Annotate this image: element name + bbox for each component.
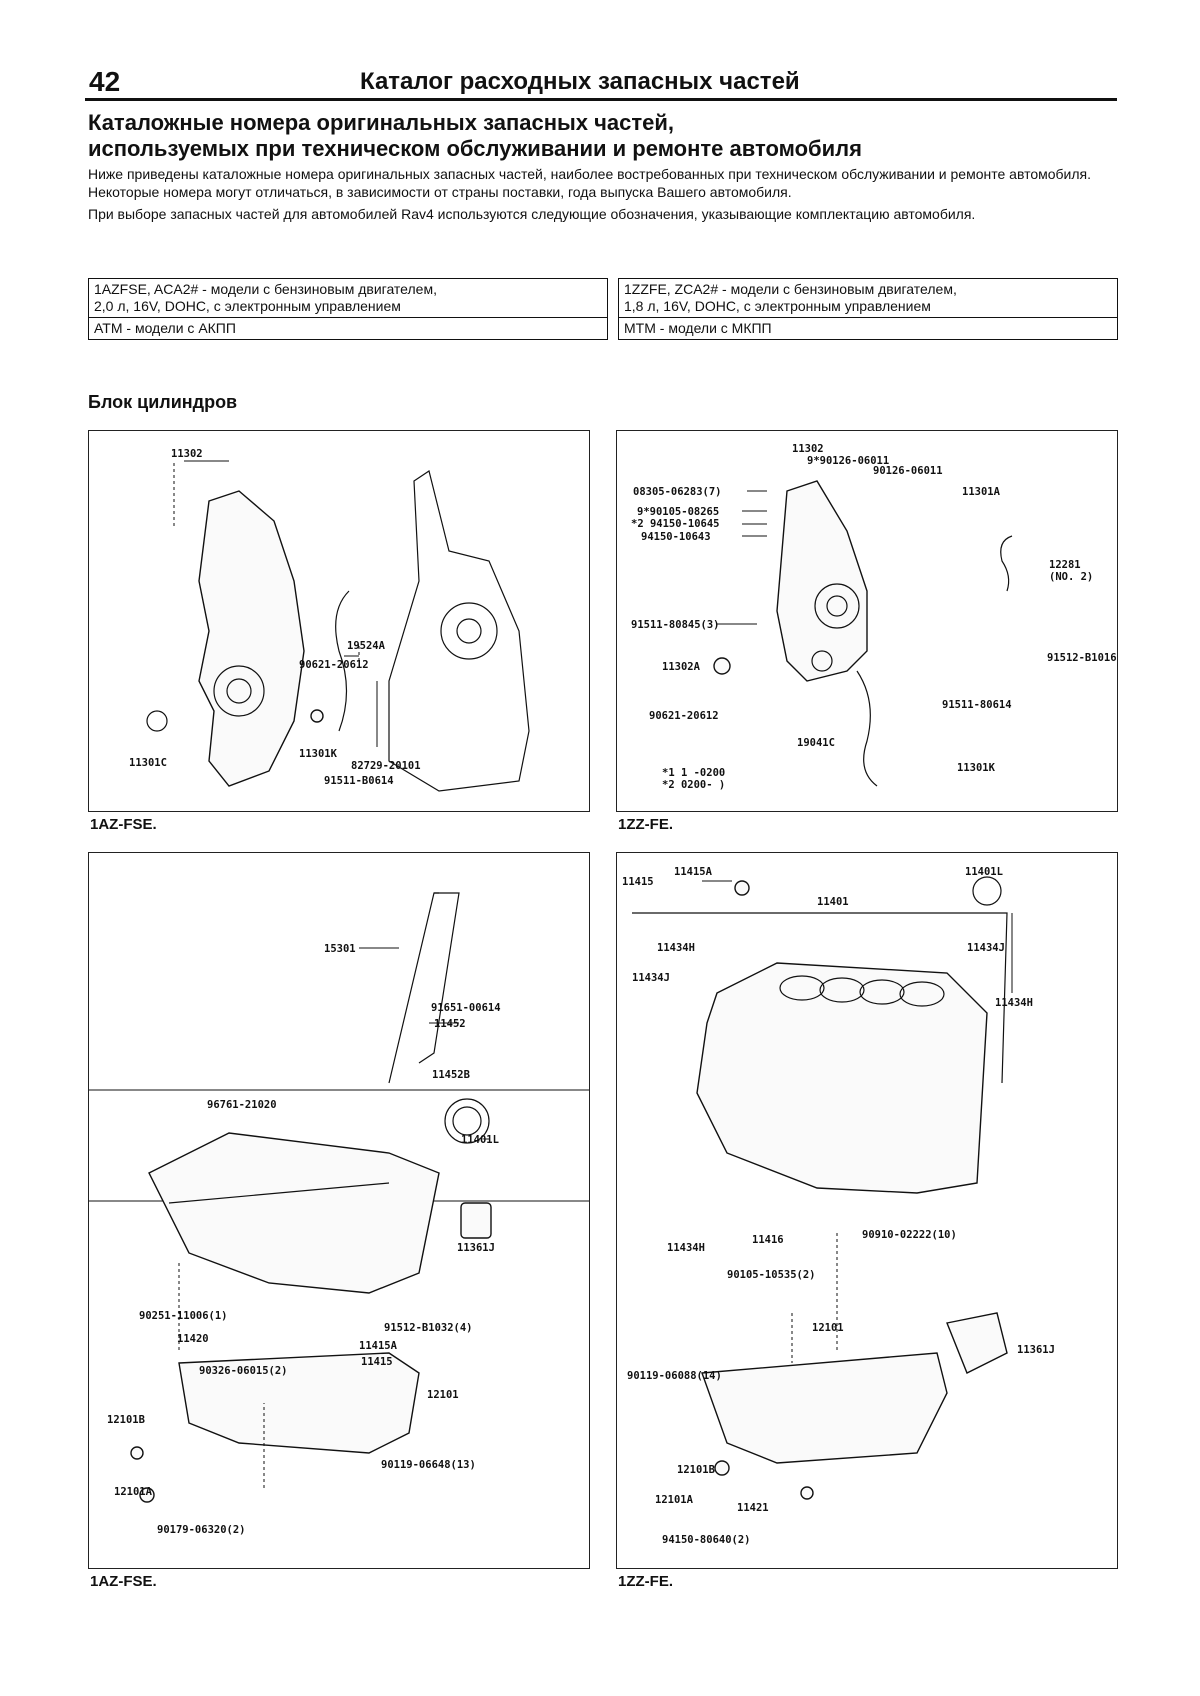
callout-label: 11401	[817, 896, 849, 908]
callout-label: 82729-20101	[351, 760, 421, 772]
panel3-callout-labels: 15301 91651-00614 11452 11452B 96761-210…	[107, 943, 501, 1536]
legend-left-engine: 1AZFSE, ACA2# - модели с бензиновым двиг…	[89, 279, 607, 317]
legend-box-left: 1AZFSE, ACA2# - модели с бензиновым двиг…	[88, 278, 608, 340]
callout-label: *2 94150-10645	[631, 518, 720, 530]
callout-label: 11361J	[1017, 1344, 1055, 1356]
callout-label: 91511-80614	[942, 699, 1012, 711]
callout-label: 11434H	[657, 942, 695, 954]
callout-label: 90621-20612	[299, 659, 369, 671]
callout-label: 19524A	[347, 640, 386, 652]
callout-label: 11434H	[667, 1242, 705, 1254]
panel-3-caption: 1AZ-FSE.	[90, 1573, 157, 1590]
callout-label: 11301K	[299, 748, 338, 760]
legend-right-engine: 1ZZFE, ZCA2# - модели с бензиновым двига…	[619, 279, 1117, 317]
panel2-callout-labels: 11302 9*90126-06011 90126-06011 08305-06…	[631, 443, 1117, 791]
section-title: Блок цилиндров	[88, 392, 238, 412]
callout-label: 11434J	[967, 942, 1005, 954]
diagram-panel-1zz-timing-cover: 11302 9*90126-06011 90126-06011 08305-06…	[616, 430, 1118, 812]
callout-label: (NO. 2)	[1049, 571, 1093, 583]
panel-1-caption: 1AZ-FSE.	[90, 816, 157, 833]
callout-label: 91511-B0614	[324, 775, 394, 787]
callout-label: 11415	[622, 876, 654, 888]
callout-label: 11416	[752, 1234, 784, 1246]
callout-label: 90251-11006(1)	[139, 1310, 228, 1322]
legend-right-line1: 1ZZFE, ZCA2# - модели с бензиновым двига…	[624, 281, 957, 297]
callout-label: *2 0200- )	[662, 779, 725, 791]
callout-label: 94150-80640(2)	[662, 1534, 751, 1546]
panel-4-caption: 1ZZ-FE.	[618, 1573, 673, 1590]
oil-pan-drawing-1az: 15301 91651-00614 11452 11452B 96761-210…	[89, 892, 589, 1536]
legend-right-line2: 1,8 л, 16V, DOHC, с электронным управлен…	[624, 298, 931, 314]
page-header: 42 Каталог расходных запасных частей	[85, 62, 1117, 101]
intro-paragraph-2: При выборе запасных частей для автомобил…	[88, 206, 976, 222]
callout-label: 11452	[434, 1018, 466, 1030]
legend-left-transmission: ATM - модели с АКПП	[89, 317, 607, 339]
callout-label: 9*90126-06011	[807, 455, 889, 467]
callout-label: 11415A	[359, 1340, 398, 1352]
document-title: Каталожные номера оригинальных запасных …	[88, 110, 1118, 162]
callout-label: 12101A	[655, 1494, 694, 1506]
intro-text: Ниже приведены каталожные номера оригина…	[88, 165, 1118, 227]
callout-label: 11302	[792, 443, 824, 455]
header-title: Каталог расходных запасных частей	[360, 68, 800, 95]
callout-label: 11434H	[995, 997, 1033, 1009]
callout-label: 12101	[427, 1389, 459, 1401]
callout-label: 91511-80845(3)	[631, 619, 720, 631]
document-title-line2: используемых при техническом обслуживани…	[88, 136, 862, 161]
callout-label: 90126-06011	[873, 465, 943, 477]
legend-left-line1: 1AZFSE, ACA2# - модели с бензиновым двиг…	[94, 281, 437, 297]
intro-paragraph-1: Ниже приведены каталожные номера оригина…	[88, 166, 1092, 200]
callout-label: 90621-20612	[649, 710, 719, 722]
legend-left-line2: 2,0 л, 16V, DOHC, с электронным управлен…	[94, 298, 401, 314]
callout-label: 11415A	[674, 866, 713, 878]
callout-label: 11421	[737, 1502, 769, 1514]
callout-label: 15301	[324, 943, 356, 955]
callout-label: 96761-21020	[207, 1099, 277, 1111]
legend-right-transmission: MTM - модели с МКПП	[619, 317, 1117, 339]
callout-label: 91512-B1016	[1047, 652, 1117, 664]
callout-label: *1 1 -0200	[662, 767, 725, 779]
callout-label: 08305-06283(7)	[633, 486, 722, 498]
diagram-panel-1zz-cylinder-block: 11415 11415A 11401 11401L 11434H 11434J …	[616, 852, 1118, 1569]
panel-2-caption: 1ZZ-FE.	[618, 816, 673, 833]
callout-label: 90119-06088(14)	[627, 1370, 722, 1382]
callout-label: 11301A	[962, 486, 1001, 498]
panel1-callout-labels: 11302 19524A 90621-20612 11301C 11301K 8…	[129, 448, 421, 787]
callout-label: 11302	[171, 448, 203, 460]
callout-label: 11302A	[662, 661, 701, 673]
callout-label: 90910-02222(10)	[862, 1229, 957, 1241]
callout-label: 12281	[1049, 559, 1081, 571]
callout-label: 9*90105-08265	[637, 506, 719, 518]
legend-box-right: 1ZZFE, ZCA2# - модели с бензиновым двига…	[618, 278, 1118, 340]
callout-label: 90119-06648(13)	[381, 1459, 476, 1471]
diagram-panel-1az-timing-cover: 11302 19524A 90621-20612 11301C 11301K 8…	[88, 430, 590, 812]
callout-label: 91651-00614	[431, 1002, 501, 1014]
callout-label: 90105-10535(2)	[727, 1269, 816, 1281]
callout-label: 12101	[812, 1322, 844, 1334]
diagram-panel-1az-oil-pan: 15301 91651-00614 11452 11452B 96761-210…	[88, 852, 590, 1569]
panel4-callout-labels: 11415 11415A 11401 11401L 11434H 11434J …	[622, 866, 1055, 1546]
callout-label: 11301C	[129, 757, 167, 769]
callout-label: 12101A	[114, 1486, 153, 1498]
timing-cover-drawing-1az: 11302 19524A 90621-20612 11301C 11301K 8…	[129, 448, 530, 792]
callout-label: 11401L	[965, 866, 1003, 878]
callout-label: 19041C	[797, 737, 835, 749]
callout-label: 11452B	[432, 1069, 470, 1081]
callout-label: 11401L	[461, 1134, 499, 1146]
callout-label: 11434J	[632, 972, 670, 984]
callout-label: 11301K	[957, 762, 996, 774]
callout-label: 12101B	[677, 1464, 715, 1476]
callout-label: 90179-06320(2)	[157, 1524, 246, 1536]
callout-label: 11361J	[457, 1242, 495, 1254]
callout-label: 12101B	[107, 1414, 145, 1426]
cylinder-block-drawing-1zz: 11415 11415A 11401 11401L 11434H 11434J …	[622, 866, 1055, 1546]
callout-label: 90326-06015(2)	[199, 1365, 288, 1377]
document-title-line1: Каталожные номера оригинальных запасных …	[88, 110, 675, 135]
callout-label: 91512-B1032(4)	[384, 1322, 473, 1334]
timing-cover-drawing-1zz: 11302 9*90126-06011 90126-06011 08305-06…	[631, 443, 1117, 791]
page-number: 42	[89, 66, 121, 97]
callout-label: 94150-10643	[641, 531, 711, 543]
callout-label: 11415	[361, 1356, 393, 1368]
callout-label: 11420	[177, 1333, 209, 1345]
